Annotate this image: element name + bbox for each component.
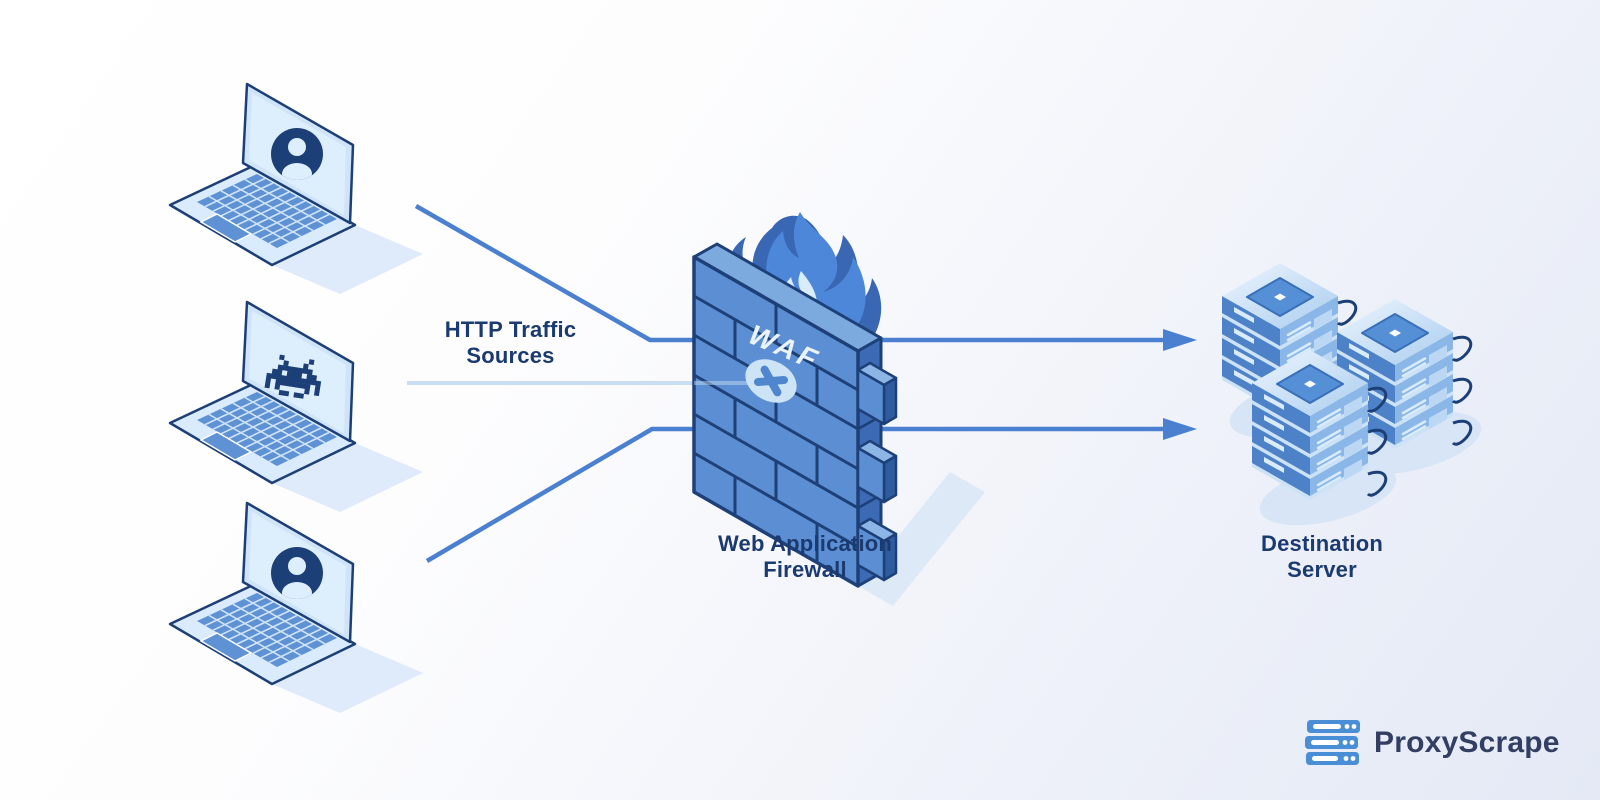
brick-wall-icon: WAF (692, 242, 898, 588)
laptop-user-top (168, 82, 425, 296)
proxyscrape-wordmark: ProxyScrape (1374, 726, 1560, 759)
label-line: Web Application (717, 531, 893, 556)
label-line: Destination (1261, 531, 1383, 556)
block-x-icon (745, 359, 797, 403)
proxyscrape-logo: ProxyScrape (1305, 715, 1560, 771)
destination-server-label: Destination Server (1222, 531, 1422, 583)
arrow-right-icon (1163, 329, 1197, 351)
wall-protruding-bricks (856, 361, 898, 582)
traffic-line-allowed-bottom (425, 418, 1197, 563)
web-application-firewall-label: Web Application Firewall (655, 531, 955, 583)
label-line: Sources (466, 342, 555, 368)
laptop-user-bottom (168, 501, 425, 715)
http-traffic-sources-label: HTTP Traffic Sources (418, 317, 603, 369)
arrow-right-icon (1163, 418, 1197, 440)
label-line: HTTP Traffic (444, 317, 577, 342)
proxyscrape-server-icon (1305, 720, 1360, 765)
label-line: Firewall (763, 556, 847, 582)
traffic-line-allowed-top (414, 204, 1197, 351)
label-line: Server (1287, 556, 1357, 582)
laptop-bot-middle (168, 300, 425, 514)
